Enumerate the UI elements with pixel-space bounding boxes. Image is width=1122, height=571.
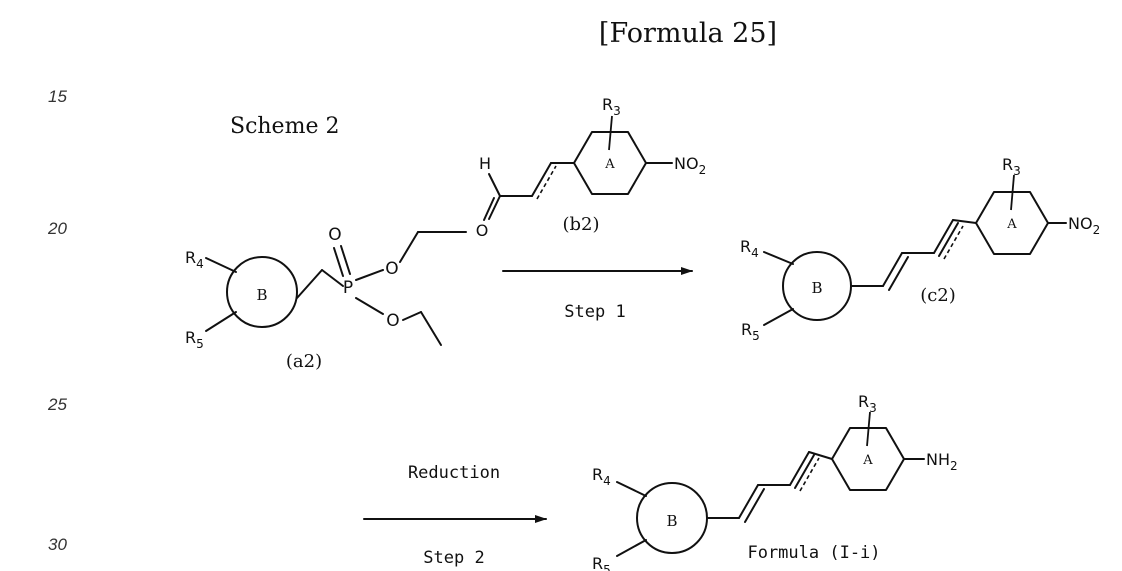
c2-chain-ring-bond	[952, 219, 977, 224]
prod-r4-bond	[616, 481, 647, 497]
compound-a2-label: (a2)	[286, 351, 322, 372]
compound-b2: H O A R3 NO2 (b2)	[476, 95, 707, 240]
product-formula-label: Formula (I-i)	[747, 543, 880, 563]
step1-label: Step 1	[564, 302, 625, 322]
c2-triple-bond-b	[938, 222, 959, 257]
step2-label: Step 2	[423, 548, 484, 568]
c-o-bond-2	[483, 197, 495, 221]
prod-r3-bond	[866, 411, 871, 447]
scheme-title: Scheme 2	[230, 114, 339, 139]
prod-triple-bond-b	[794, 454, 815, 489]
c2-r3-bond	[1010, 174, 1015, 211]
line-number-25: 25	[47, 395, 67, 414]
c2-ring-a-label: A	[1006, 217, 1017, 232]
line-number-15: 15	[48, 87, 67, 106]
r3-bond	[608, 115, 613, 151]
chain-bond-2	[531, 162, 552, 197]
prod-chain-ring-bond	[808, 451, 833, 460]
aldehyde-o: O	[476, 221, 489, 240]
oxygen-lower: O	[386, 311, 399, 331]
r3-label: R3	[602, 95, 621, 118]
compound-c2: B R4 R5 A R3 NO2 (c2)	[740, 155, 1100, 343]
prod-r4-label: R4	[592, 465, 611, 488]
ch2-bond	[296, 269, 323, 299]
ring-b-circle	[226, 256, 298, 328]
ethyl-upper-ch2	[399, 231, 419, 263]
ethyl-lower-ch3	[420, 311, 442, 346]
prod-ring-b-label: B	[666, 512, 677, 530]
aldehyde-h: H	[479, 154, 491, 173]
r5-label: R5	[185, 328, 204, 351]
r4-bond	[205, 257, 237, 273]
prod-triple-bond-a	[789, 451, 810, 486]
line-number-20: 20	[47, 219, 67, 238]
c2-r4-bond	[763, 251, 794, 265]
oxygen-double: O	[328, 225, 341, 245]
prod-double-bond-a	[738, 484, 759, 519]
prod-ring-a-label: A	[862, 453, 873, 468]
prod-r3-label: R3	[858, 392, 877, 415]
p-o-upper-bond	[355, 269, 384, 281]
p-o-double-bond-1	[333, 247, 344, 277]
c2-ring-b-label: B	[811, 279, 822, 297]
c2-double-bond-b	[888, 256, 909, 291]
prod-double-bond-b	[744, 488, 765, 523]
c2-triple-bond-a	[933, 219, 954, 254]
r5-bond	[205, 311, 237, 332]
compound-product: B R4 R5 A R3 NH2 Formula (I-i)	[592, 392, 958, 571]
ring-b-label: B	[256, 286, 267, 304]
prod-amine-group: NH2	[926, 450, 958, 473]
oxygen-upper: O	[385, 259, 398, 279]
line-number-30: 30	[48, 535, 67, 554]
c2-r4-label: R4	[740, 237, 759, 260]
compound-c2-label: (c2)	[920, 285, 956, 306]
formula-title: [Formula 25]	[599, 18, 777, 49]
p-o-double-bond-2	[340, 245, 351, 275]
c2-nitro-group: NO2	[1068, 214, 1100, 237]
c2-r5-bond	[763, 308, 794, 326]
chain-bond-2-dashed	[536, 165, 557, 200]
c2-r3-label: R3	[1002, 155, 1021, 178]
compound-b2-label: (b2)	[562, 214, 599, 235]
prod-r5-label: R5	[592, 554, 611, 571]
c2-r5-label: R5	[741, 320, 760, 343]
prod-triple-bond-dashed	[799, 457, 820, 492]
nitro-group: NO2	[674, 154, 706, 177]
c-o-bond-1	[488, 195, 501, 220]
c2-triple-bond-dashed	[943, 225, 964, 260]
compound-a2: B R4 R5 P O O O (a2)	[185, 225, 467, 372]
p-o-lower-bond	[355, 297, 384, 315]
phosphorus-atom: P	[343, 278, 353, 298]
h-c-bond	[488, 173, 501, 197]
prod-r5-bond	[616, 539, 647, 557]
r4-label: R4	[185, 248, 204, 271]
ethyl-lower-ch2	[402, 311, 422, 321]
ch2-p-bond	[321, 269, 344, 287]
step2-reduction-label: Reduction	[408, 463, 500, 483]
ring-a-label: A	[604, 157, 615, 172]
c2-double-bond-a	[882, 252, 903, 287]
